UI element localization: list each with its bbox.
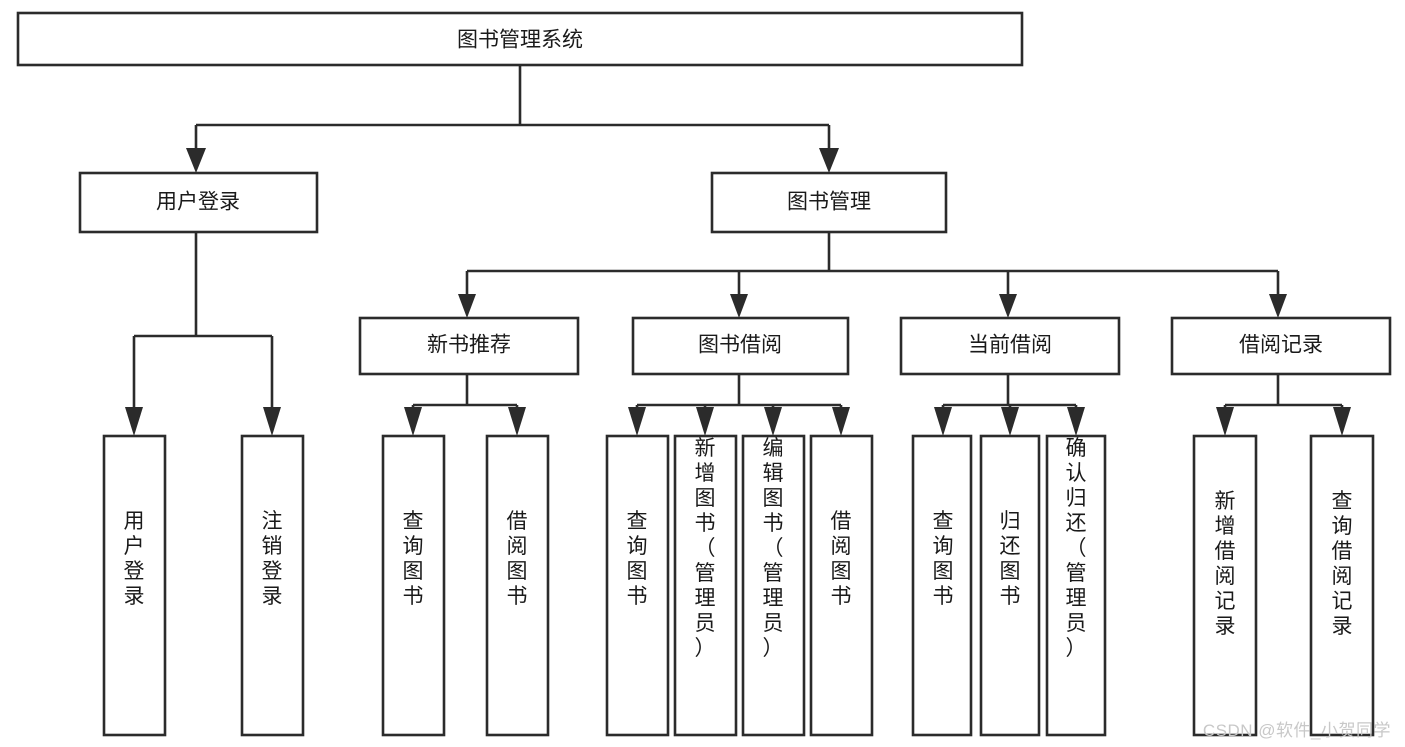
leaf-new-book-borrow[interactable]: 借阅图书: [485, 434, 550, 737]
node-current-borrow-box[interactable]: [899, 316, 1121, 376]
leaf-new-book-query-label: 查询图书: [403, 510, 424, 608]
leaf-user-login-login[interactable]: 用户登录: [102, 434, 167, 737]
leaf-current-query-book[interactable]: 查询图书: [911, 434, 973, 737]
leaf-borrow-query-book[interactable]: 查询图书: [605, 434, 670, 737]
node-user-login[interactable]: 用户登录: [78, 171, 319, 234]
node-borrow-record-label: 借阅记录: [1239, 334, 1323, 357]
leaf-record-add-record-box[interactable]: [1192, 434, 1258, 737]
arrow-current-l3: [1067, 407, 1085, 436]
arrow-book-mgmt-c2: [730, 294, 748, 318]
node-book-management-box[interactable]: [710, 171, 948, 234]
leaf-borrow-query-book-label: 查询图书: [627, 510, 648, 608]
leaf-borrow-borrow-book[interactable]: 借阅图书: [809, 434, 874, 737]
leaf-record-add-record[interactable]: 新增借阅记录: [1192, 434, 1258, 737]
node-borrow-record[interactable]: 借阅记录: [1170, 316, 1392, 376]
leaf-current-query-book-box[interactable]: [911, 434, 973, 737]
node-new-book-recommend-box[interactable]: [358, 316, 580, 376]
node-new-book-recommend[interactable]: 新书推荐: [358, 316, 580, 376]
leaf-current-return-book[interactable]: 归还图书: [979, 434, 1041, 737]
arrow-current-l1: [934, 407, 952, 436]
leaf-user-login-logout[interactable]: 注销登录: [240, 434, 305, 737]
leaf-borrow-add-book[interactable]: 新增图书（管理员）: [673, 434, 738, 737]
node-new-book-recommend-label: 新书推荐: [427, 334, 511, 357]
leaf-borrow-borrow-book-box[interactable]: [809, 434, 874, 737]
node-borrow-record-box[interactable]: [1170, 316, 1392, 376]
node-book-borrow-box[interactable]: [631, 316, 850, 376]
leaf-current-return-book-label: 归还图书: [1000, 510, 1021, 608]
node-book-management-label: 图书管理: [787, 191, 871, 214]
leaf-current-confirm-return[interactable]: 确认归还（管理员）: [1045, 434, 1107, 737]
node-user-login-box[interactable]: [78, 171, 319, 234]
arrow-new-book-l2: [508, 407, 526, 436]
leaf-borrow-query-book-box[interactable]: [605, 434, 670, 737]
leaf-borrow-borrow-book-label: 借阅图书: [831, 510, 852, 608]
leaf-borrow-edit-book-label: 编辑图书（管理员）: [763, 437, 784, 660]
arrow-record-l2: [1333, 407, 1351, 436]
node-book-borrow[interactable]: 图书借阅: [631, 316, 850, 376]
node-user-login-label: 用户登录: [156, 191, 240, 214]
leaf-borrow-add-book-box[interactable]: [673, 434, 738, 737]
leaf-new-book-query[interactable]: 查询图书: [381, 434, 446, 737]
arrow-borrow-l4: [832, 407, 850, 436]
leaf-current-confirm-return-label: 确认归还（管理员）: [1066, 437, 1087, 660]
arrow-root-to-user-login: [186, 148, 206, 173]
node-book-borrow-label: 图书借阅: [698, 334, 782, 357]
leaf-user-login-logout-label: 注销登录: [262, 510, 283, 608]
leaf-borrow-add-book-label: 新增图书（管理员）: [695, 437, 716, 660]
leaf-borrow-edit-book[interactable]: 编辑图书（管理员）: [741, 434, 806, 737]
leaf-current-return-book-box[interactable]: [979, 434, 1041, 737]
node-current-borrow-label: 当前借阅: [968, 334, 1052, 357]
leaf-new-book-query-box[interactable]: [381, 434, 446, 737]
leaf-record-query-record-label: 查询借阅记录: [1332, 490, 1353, 638]
connector-layer: [125, 65, 1351, 436]
arrow-book-mgmt-c3: [999, 294, 1017, 318]
node-root-box[interactable]: [16, 11, 1024, 67]
arrow-new-book-l1: [404, 407, 422, 436]
arrow-user-login-leaf2: [263, 407, 281, 436]
leaf-record-query-record[interactable]: 查询借阅记录: [1309, 434, 1375, 737]
leaf-current-confirm-return-box[interactable]: [1045, 434, 1107, 737]
arrow-borrow-l1: [628, 407, 646, 436]
leaf-record-query-record-box[interactable]: [1309, 434, 1375, 737]
node-root-label: 图书管理系统: [457, 29, 583, 52]
arrow-borrow-l3: [764, 407, 782, 436]
node-current-borrow[interactable]: 当前借阅: [899, 316, 1121, 376]
arrow-borrow-l2: [696, 407, 714, 436]
leaf-user-login-logout-box[interactable]: [240, 434, 305, 737]
leaf-current-query-book-label: 查询图书: [933, 510, 954, 608]
leaf-user-login-login-label: 用户登录: [124, 510, 145, 608]
arrow-current-l2: [1001, 407, 1019, 436]
node-book-management[interactable]: 图书管理: [710, 171, 948, 234]
arrow-book-mgmt-c4: [1269, 294, 1287, 318]
leaf-new-book-borrow-box[interactable]: [485, 434, 550, 737]
arrow-book-mgmt-c1: [458, 294, 476, 318]
arrow-root-to-book-mgmt: [819, 148, 839, 173]
arrow-user-login-leaf1: [125, 407, 143, 436]
leaf-new-book-borrow-label: 借阅图书: [507, 510, 528, 608]
node-root-book-management-system[interactable]: 图书管理系统: [16, 11, 1024, 67]
arrow-record-l1: [1216, 407, 1234, 436]
leaf-record-add-record-label: 新增借阅记录: [1215, 490, 1236, 638]
leaf-borrow-edit-book-box[interactable]: [741, 434, 806, 737]
leaf-user-login-login-box[interactable]: [102, 434, 167, 737]
